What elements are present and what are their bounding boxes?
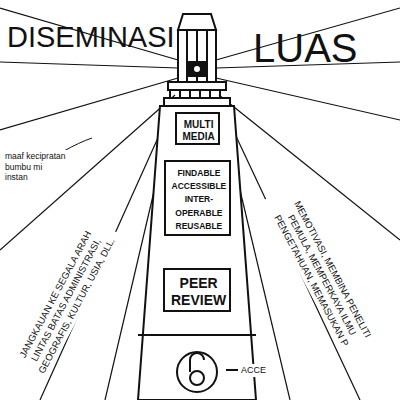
media-box: MULTI MEDIA <box>175 112 220 145</box>
heading-word: LUAS <box>252 22 359 74</box>
box-text: FINDABLE ACCESSIBLE INTER-OPERABLE REUSA… <box>172 167 227 233</box>
note-text: maaf kecipratan bumbu mi instan <box>4 150 68 184</box>
side-note: JANGKAUAN KE SEGALA ARAH LINTAS BATAS AD… <box>10 217 122 382</box>
symbol-text: ACCE <box>240 364 267 377</box>
box-text: MULTI MEDIA <box>183 119 215 142</box>
heading-word: DISEMINASI <box>6 18 176 56</box>
fair-box: FINDABLE ACCESSIBLE INTER-OPERABLE REUSA… <box>164 160 231 236</box>
review-box: PEER REVIEW <box>163 268 231 312</box>
box-text: PEER REVIEW <box>171 275 226 309</box>
lighthouse <box>138 14 256 400</box>
light-rays <box>0 8 400 400</box>
